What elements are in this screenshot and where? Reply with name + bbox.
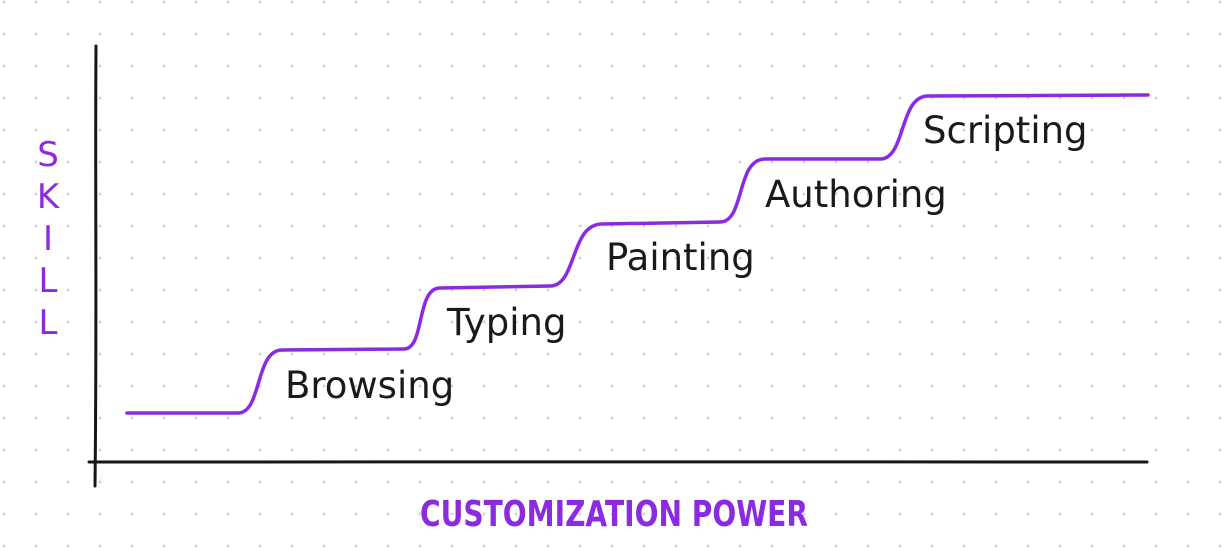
y-axis-letter: S <box>37 135 59 175</box>
y-axis-letter: L <box>39 303 58 343</box>
y-axis-letter: I <box>43 219 53 259</box>
axes <box>87 44 1149 488</box>
y-axis-letter: K <box>37 177 61 217</box>
stage-label-painting: Painting <box>606 236 755 279</box>
y-axis-label: S K I L L <box>37 135 61 343</box>
x-axis-line <box>87 460 1149 464</box>
stage-label-authoring: Authoring <box>765 173 947 216</box>
stage-label-typing: Typing <box>446 301 566 344</box>
y-axis-letter: L <box>39 261 58 301</box>
stage-label-browsing: Browsing <box>285 364 454 407</box>
stage-label-scripting: Scripting <box>923 109 1088 152</box>
y-axis-line <box>93 44 98 488</box>
skill-step-curve <box>125 93 1150 415</box>
stage-labels: Browsing Typing Painting Authoring Scrip… <box>285 109 1088 407</box>
x-axis-label: CUSTOMIZATION POWER <box>420 494 808 535</box>
